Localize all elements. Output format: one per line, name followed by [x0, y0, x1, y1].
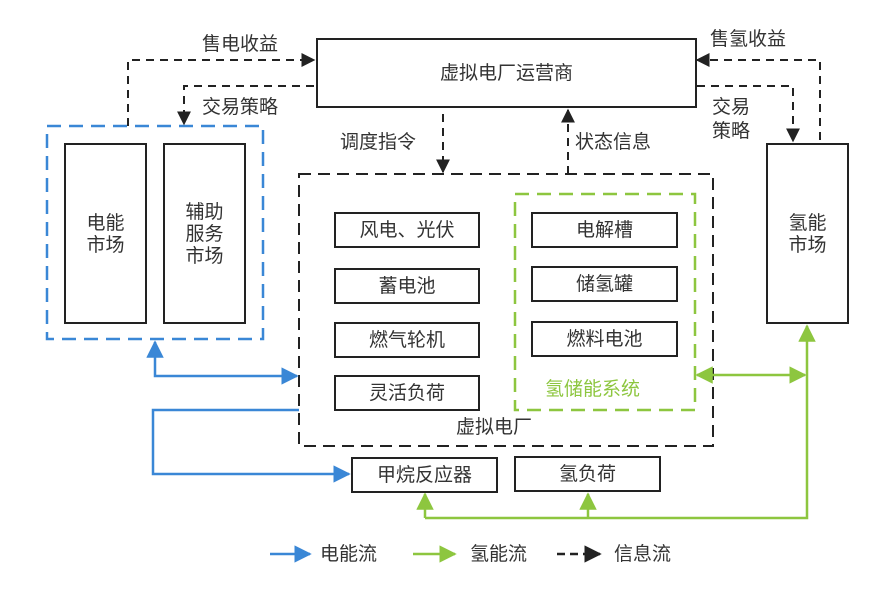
hydrogen-load-label: 氢负荷 — [558, 463, 616, 485]
label-trade-strategy-right: 交易 策略 — [712, 96, 751, 142]
vpp-component-flexible-load: 灵活负荷 — [334, 375, 480, 411]
label-status-info: 状态信息 — [575, 131, 652, 153]
vpp-component-label: 燃气轮机 — [368, 329, 445, 351]
flow-hydrogen-bus — [425, 324, 816, 520]
electricity-market-group — [45, 124, 265, 341]
flow-electric-market-vpp — [146, 340, 299, 385]
flow-sell-hydrogen-revenue — [695, 53, 821, 140]
legend-label-hydrogen: 氢能流 — [470, 543, 528, 565]
vpp-operator-box: 虚拟电厂运营商 — [316, 38, 697, 108]
hydrogen-load-box: 氢负荷 — [514, 456, 661, 492]
methane-reactor-label: 甲烷反应器 — [376, 464, 472, 486]
vpp-component-label: 蓄电池 — [378, 275, 436, 297]
vpp-component-label: 风电、光伏 — [359, 219, 455, 241]
ancillary-market-label: 辅助服务市场 — [185, 200, 224, 267]
legend-label-info: 信息流 — [614, 543, 672, 565]
flow-sell-electricity-revenue — [127, 53, 316, 126]
vpp-component-battery: 蓄电池 — [334, 268, 480, 304]
legend-label-electric: 电能流 — [320, 543, 378, 565]
electricity-market-box: 电能市场 — [64, 143, 147, 324]
h2-component-label: 电解槽 — [575, 219, 633, 241]
vpp-component-gas-turbine: 燃气轮机 — [334, 322, 480, 358]
vpp-component-renewables: 风电、光伏 — [334, 212, 480, 248]
label-dispatch-command: 调度指令 — [340, 131, 417, 153]
label-sell-electricity-revenue: 售电收益 — [202, 33, 279, 55]
vpp-operator-title: 虚拟电厂运营商 — [439, 62, 573, 84]
h2-component-label: 储氢罐 — [575, 273, 633, 295]
hydrogen-storage-label: 氢储能系统 — [545, 378, 641, 400]
h2-component-tank: 储氢罐 — [531, 266, 678, 302]
ancillary-market-box: 辅助服务市场 — [163, 143, 246, 324]
label-trade-strategy-left: 交易策略 — [202, 96, 279, 118]
h2-component-label: 燃料电池 — [566, 328, 643, 350]
vpp-component-label: 灵活负荷 — [368, 382, 445, 404]
electricity-market-label: 电能市场 — [86, 211, 125, 256]
h2-component-electrolyzer: 电解槽 — [531, 212, 678, 248]
hydrogen-storage-boundary — [513, 192, 697, 412]
hydrogen-market-label: 氢能市场 — [788, 211, 827, 256]
vpp-label: 虚拟电厂 — [456, 416, 533, 438]
vpp-boundary — [298, 173, 714, 447]
h2-component-fuel-cell: 燃料电池 — [531, 321, 678, 357]
flow-trade-strategy-left — [177, 85, 314, 126]
flow-electric-vpp-methane — [151, 408, 351, 483]
label-sell-hydrogen-revenue: 售氢收益 — [710, 28, 787, 50]
hydrogen-market-box: 氢能市场 — [766, 143, 849, 324]
flow-trade-strategy-right — [697, 85, 800, 143]
methane-reactor-box: 甲烷反应器 — [351, 457, 498, 493]
